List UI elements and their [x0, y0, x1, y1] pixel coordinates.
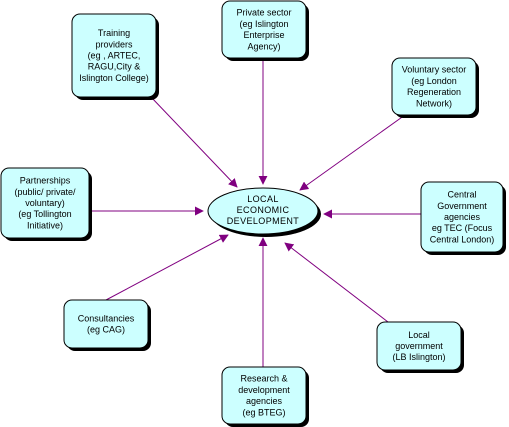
- node-private-sector: Private sector(eg IslingtonEnterpriseAge…: [221, 0, 309, 61]
- node-box: [420, 181, 504, 253]
- center-label-line-3: DEVELOPMENT: [227, 216, 300, 226]
- node-box: [71, 13, 157, 98]
- node-label-line: (eg Tollington: [18, 209, 71, 219]
- node-label-line: Islington College): [79, 73, 149, 83]
- node-label-line: (eg , ARTEC,: [88, 51, 141, 61]
- node-label-line: Research &: [240, 374, 287, 384]
- node-label-line: development: [238, 385, 290, 395]
- arrow-training-providers: [150, 96, 238, 188]
- node-box: [63, 299, 149, 349]
- node-label-line: (eg London: [411, 76, 457, 86]
- node-label-line: (public/ private/: [14, 187, 76, 197]
- node-label-line: voluntary): [25, 198, 65, 208]
- node-box: [0, 167, 90, 239]
- node-box: [221, 366, 307, 425]
- center-label-line-1: LOCAL: [247, 194, 279, 204]
- node-label-line: (eg Islington: [239, 19, 288, 29]
- node-label-line: Private sector: [236, 8, 291, 18]
- node-label-line: Agency): [247, 41, 280, 51]
- node-label-line: Network): [416, 98, 452, 108]
- node-label-line: agencies: [246, 396, 283, 406]
- node-label-line: (eg BTEG): [242, 407, 285, 417]
- node-box: [376, 321, 462, 371]
- node-label-line: Enterprise: [243, 30, 284, 40]
- center-node: LOCAL ECONOMIC DEVELOPMENT: [207, 187, 321, 237]
- node-label-line: Voluntary sector: [402, 65, 467, 75]
- node-label-line: RAGU,City &: [88, 62, 141, 72]
- node-label-line: Partnerships: [20, 176, 71, 186]
- node-partnerships: Partnerships(public/ private/voluntary)(…: [0, 167, 92, 241]
- node-label-line: (LB Islington): [392, 352, 445, 362]
- arrow-local-government: [284, 242, 389, 323]
- node-voluntary-sector: Voluntary sector(eg LondonRegenerationNe…: [391, 57, 479, 118]
- node-label-line: Local: [408, 330, 430, 340]
- node-label-line: eg TEC (Focus: [432, 223, 493, 233]
- center-label-line-2: ECONOMIC: [237, 205, 290, 215]
- node-label-line: Initiative): [27, 220, 63, 230]
- node-label-line: government: [395, 341, 443, 351]
- node-label-line: providers: [95, 39, 133, 49]
- arrows-layer: [89, 58, 421, 367]
- arrow-voluntary-sector: [299, 114, 406, 191]
- node-label-line: Central London): [430, 234, 495, 244]
- node-label-line: Government: [437, 201, 487, 211]
- node-label-line: agencies: [444, 212, 481, 222]
- arrow-consultancies: [105, 234, 229, 301]
- node-consultancies: Consultancies (eg CAG): [63, 299, 151, 351]
- node-label-line: Training: [98, 28, 130, 38]
- node-label-line: (eg CAG): [87, 325, 125, 335]
- node-label-line: Central: [447, 190, 476, 200]
- center-ellipse: [207, 187, 319, 235]
- node-label-line: Regeneration: [407, 87, 461, 97]
- node-box: [221, 0, 307, 59]
- node-label-line: Consultancies: [78, 313, 135, 323]
- node-box: [391, 57, 477, 116]
